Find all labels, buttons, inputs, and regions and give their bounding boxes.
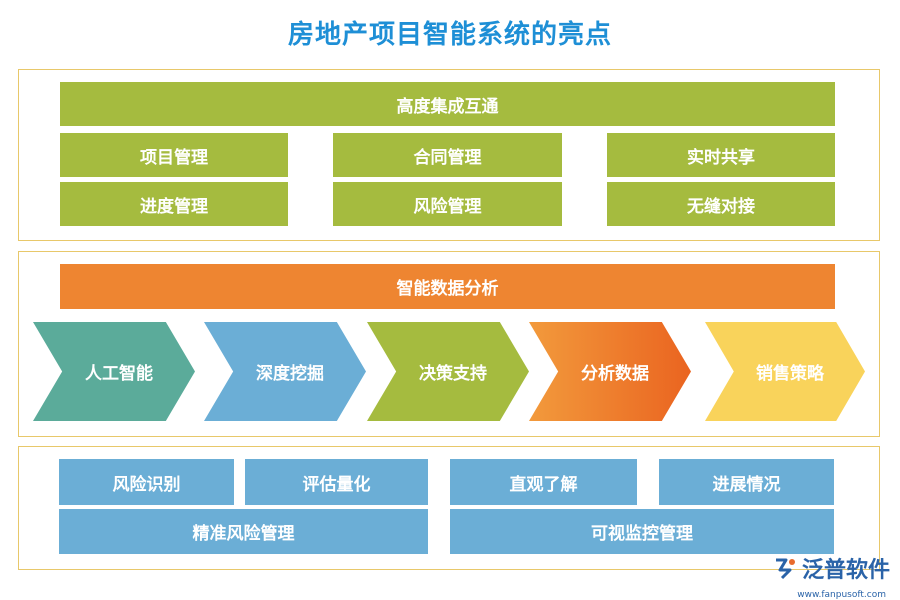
- intuitive-understanding-box: 直观了解: [450, 459, 637, 505]
- step-sales-strategy: 销售策略: [705, 322, 865, 421]
- step-decision-support-label: 决策支持: [419, 364, 487, 384]
- fanpu-logo-icon: [775, 558, 795, 580]
- step-ai-label: 人工智能: [85, 364, 153, 384]
- step-decision-support: 决策支持: [367, 322, 529, 421]
- step-analyze-data-label: 分析数据: [581, 364, 649, 384]
- analysis-header: 智能数据分析: [60, 264, 835, 309]
- risk-identification-box: 风险识别: [59, 459, 234, 505]
- step-sales-strategy-label: 销售策略: [756, 364, 824, 384]
- visual-monitoring-management-box: 可视监控管理: [450, 509, 834, 554]
- precise-risk-management-box: 精准风险管理: [59, 509, 428, 554]
- contract-management-box: 合同管理: [333, 133, 562, 177]
- integration-header: 高度集成互通: [60, 82, 835, 126]
- realtime-sharing-box: 实时共享: [607, 133, 835, 177]
- progress-status-box: 进展情况: [659, 459, 834, 505]
- page-title: 房地产项目智能系统的亮点: [287, 20, 612, 50]
- progress-management-box: 进度管理: [60, 182, 288, 226]
- risk-management-box: 风险管理: [333, 182, 562, 226]
- brand-url: www.fanpusoft.com: [797, 590, 886, 600]
- brand-logo: 泛普软件: [772, 552, 890, 584]
- brand-name: 泛普软件: [801, 558, 890, 583]
- project-management-box: 项目管理: [60, 133, 288, 177]
- seamless-connection-box: 无缝对接: [607, 182, 835, 226]
- step-deep-mining-label: 深度挖掘: [256, 364, 324, 384]
- assessment-quantification-box: 评估量化: [245, 459, 428, 505]
